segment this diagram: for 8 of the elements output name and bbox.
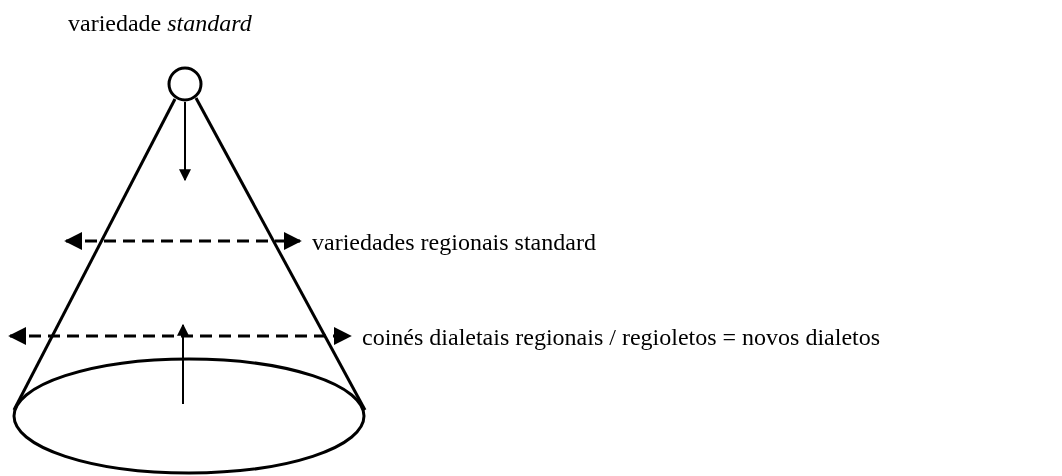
cone-side-line [194,97,367,411]
ellipse-base [12,357,368,475]
arrow [177,323,189,405]
variety-label: coinés dialetais regionais / regioletos = novos dialetos [362,323,881,352]
cone-side-line [12,98,177,411]
node-heading: variedade standard [68,9,252,38]
variety-label: variedades regionais standard [312,228,596,257]
arrow [179,101,191,182]
